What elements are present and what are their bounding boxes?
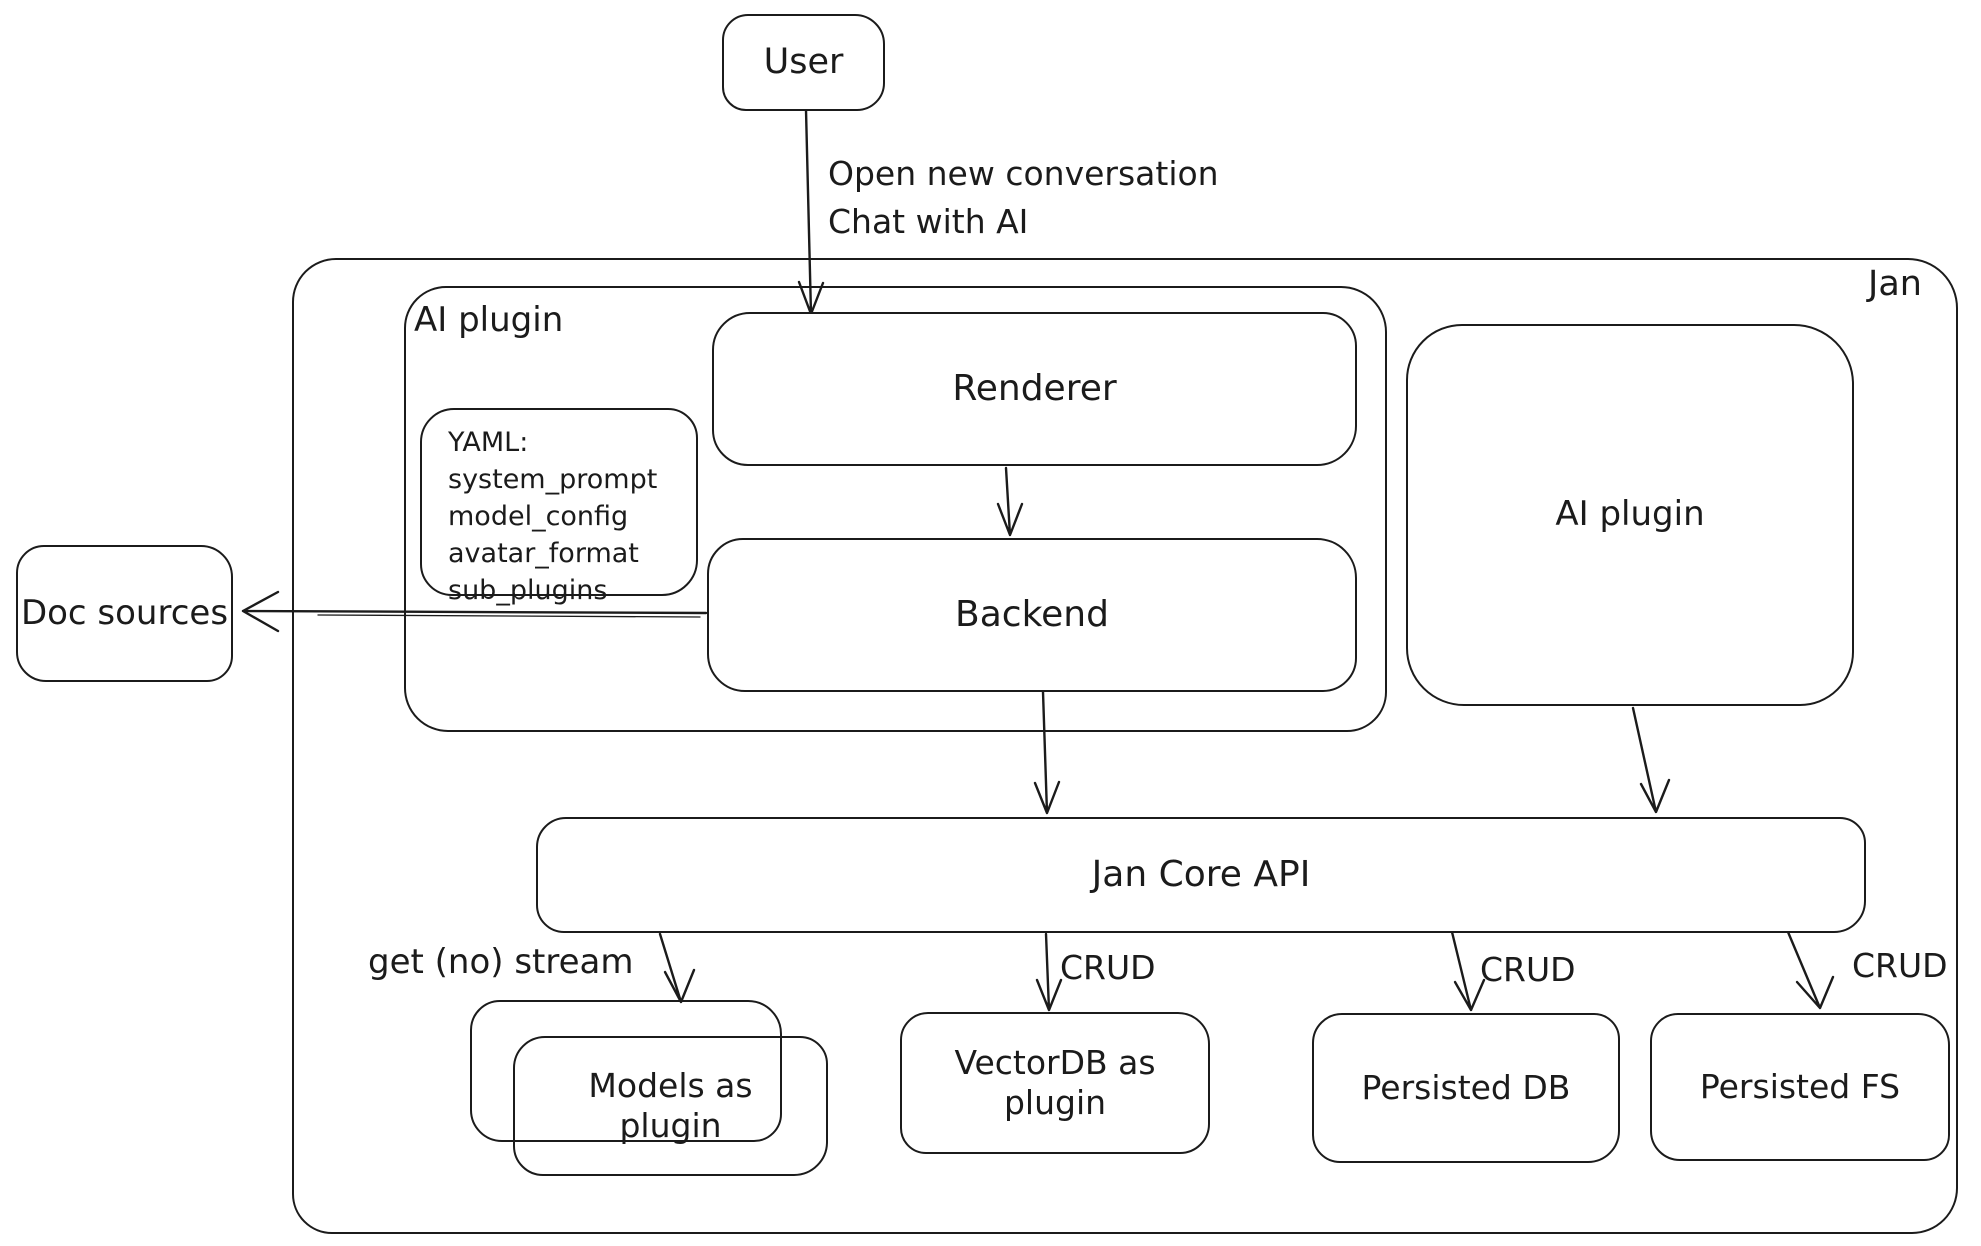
yaml-note-line: YAML: — [448, 427, 529, 458]
edge-label-get-no-stream: get (no) stream — [368, 942, 634, 982]
node-backend-label: Backend — [955, 594, 1109, 636]
node-vectordb-as-plugin: VectorDB as plugin — [900, 1012, 1210, 1154]
node-persisted-db: Persisted DB — [1312, 1013, 1620, 1163]
edge-label-crud-vectordb: CRUD — [1060, 948, 1156, 987]
yaml-note-line: sub_plugins — [448, 575, 608, 606]
node-doc-sources-label: Doc sources — [20, 592, 229, 633]
node-ai-plugin-right-label: AI plugin — [1555, 494, 1705, 535]
node-renderer-label: Renderer — [952, 368, 1117, 410]
node-user: User — [722, 14, 885, 111]
edge-label-open-conversation-line1: Open new conversation — [828, 154, 1219, 193]
edge-label-open-conversation: Open new conversation Chat with AI — [828, 150, 1219, 246]
edge-label-open-conversation-line2: Chat with AI — [828, 202, 1029, 241]
jan-container-label: Jan — [1868, 264, 1922, 304]
node-persisted-db-label: Persisted DB — [1361, 1067, 1571, 1107]
node-doc-sources: Doc sources — [16, 545, 233, 682]
node-models-as-plugin-back — [470, 1000, 782, 1142]
node-yaml-note: YAML: system_prompt model_config avatar_… — [420, 408, 698, 606]
yaml-note-lines: YAML: system_prompt model_config avatar_… — [448, 424, 657, 609]
edge-label-crud-persisted-db: CRUD — [1480, 950, 1576, 989]
node-models-as-plugin: Models as plugin — [513, 1036, 828, 1176]
node-ai-plugin-right: AI plugin — [1406, 324, 1854, 706]
node-jan-core-api-label: Jan Core API — [1091, 854, 1311, 896]
node-jan-core-api: Jan Core API — [536, 817, 1866, 933]
ai-plugin-container-label: AI plugin — [414, 300, 564, 340]
node-models-as-plugin-label: Models as plugin — [588, 1065, 753, 1145]
jan-container — [292, 258, 1958, 1234]
node-backend: Backend — [707, 538, 1357, 692]
node-renderer: Renderer — [712, 312, 1357, 466]
edge-label-crud-persisted-fs: CRUD — [1852, 946, 1948, 985]
yaml-note-line: model_config — [448, 501, 629, 532]
ai-plugin-container — [404, 286, 1387, 732]
yaml-note-line: avatar_format — [448, 538, 639, 569]
node-persisted-fs-label: Persisted FS — [1699, 1066, 1901, 1106]
yaml-note-line: system_prompt — [448, 464, 658, 495]
node-vectordb-as-plugin-label: VectorDB as plugin — [954, 1042, 1156, 1122]
node-user-label: User — [763, 42, 844, 83]
node-persisted-fs: Persisted FS — [1650, 1013, 1950, 1161]
